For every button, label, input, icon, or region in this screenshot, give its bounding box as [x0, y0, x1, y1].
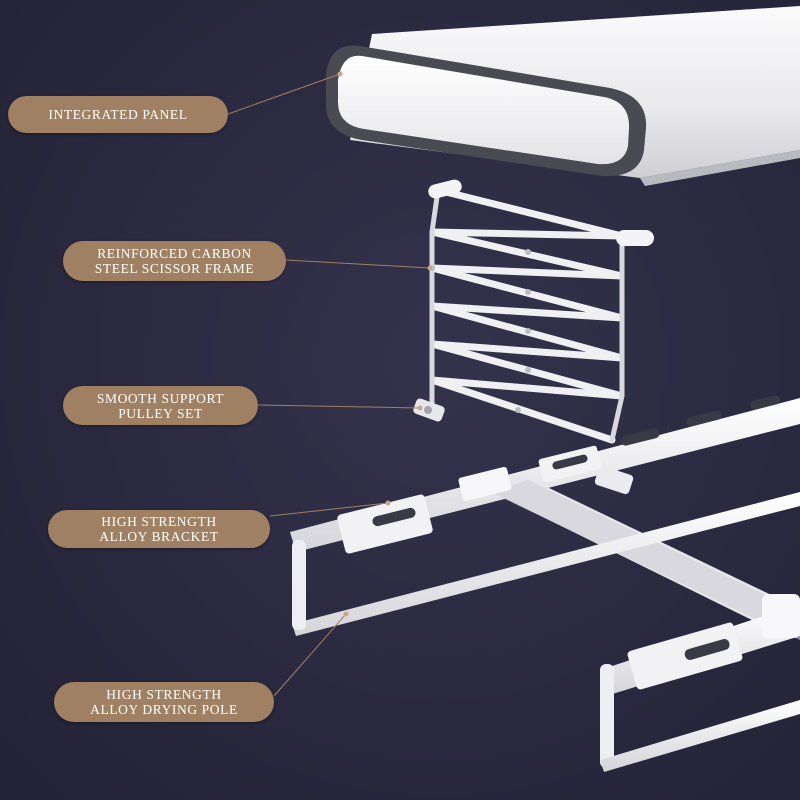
- alloy-bracket-illustration: [290, 395, 800, 640]
- label-alloy-bracket-line2: ALLOY BRACKET: [99, 529, 219, 544]
- label-integrated-panel: INTEGRATED PANEL: [8, 96, 228, 133]
- leader-line-pulley: [257, 404, 421, 409]
- leader-line-scissor: [285, 259, 431, 269]
- label-pulley-set: SMOOTH SUPPORT PULLEY SET: [63, 386, 258, 425]
- scissor-top-cap: [428, 179, 462, 199]
- label-pulley-set-line1: SMOOTH SUPPORT: [96, 390, 225, 406]
- label-scissor-frame-line1: REINFORCED CARBON: [97, 246, 252, 261]
- label-scissor-frame-line2: STEEL SCISSOR FRAME: [94, 261, 255, 276]
- leader-line-pole: [273, 613, 347, 697]
- integrated-panel-illustration: [326, 6, 800, 186]
- label-integrated-panel-line1: INTEGRATED PANEL: [48, 107, 188, 122]
- scissor-right-cap: [616, 230, 654, 246]
- label-drying-pole: HIGH STRENGTH ALLOY DRYING POLE: [54, 682, 274, 722]
- leader-line-bracket: [269, 502, 389, 517]
- drying-pole-illustration: [292, 492, 800, 772]
- leader-line-panel: [227, 73, 341, 115]
- label-alloy-bracket: HIGH STRENGTH ALLOY BRACKET: [48, 510, 270, 548]
- label-drying-pole-line1: HIGH STRENGTH: [106, 687, 222, 702]
- label-drying-pole-line2: ALLOY DRYING POLE: [90, 702, 238, 717]
- scissor-frame-illustration: [429, 186, 625, 444]
- label-scissor-frame: REINFORCED CARBON STEEL SCISSOR FRAME: [63, 241, 286, 281]
- label-pulley-set-line2: PULLEY SET: [118, 405, 203, 421]
- leader-dots: [337, 71, 433, 617]
- leader-lines: [227, 73, 431, 697]
- label-alloy-bracket-line1: HIGH STRENGTH: [101, 514, 217, 529]
